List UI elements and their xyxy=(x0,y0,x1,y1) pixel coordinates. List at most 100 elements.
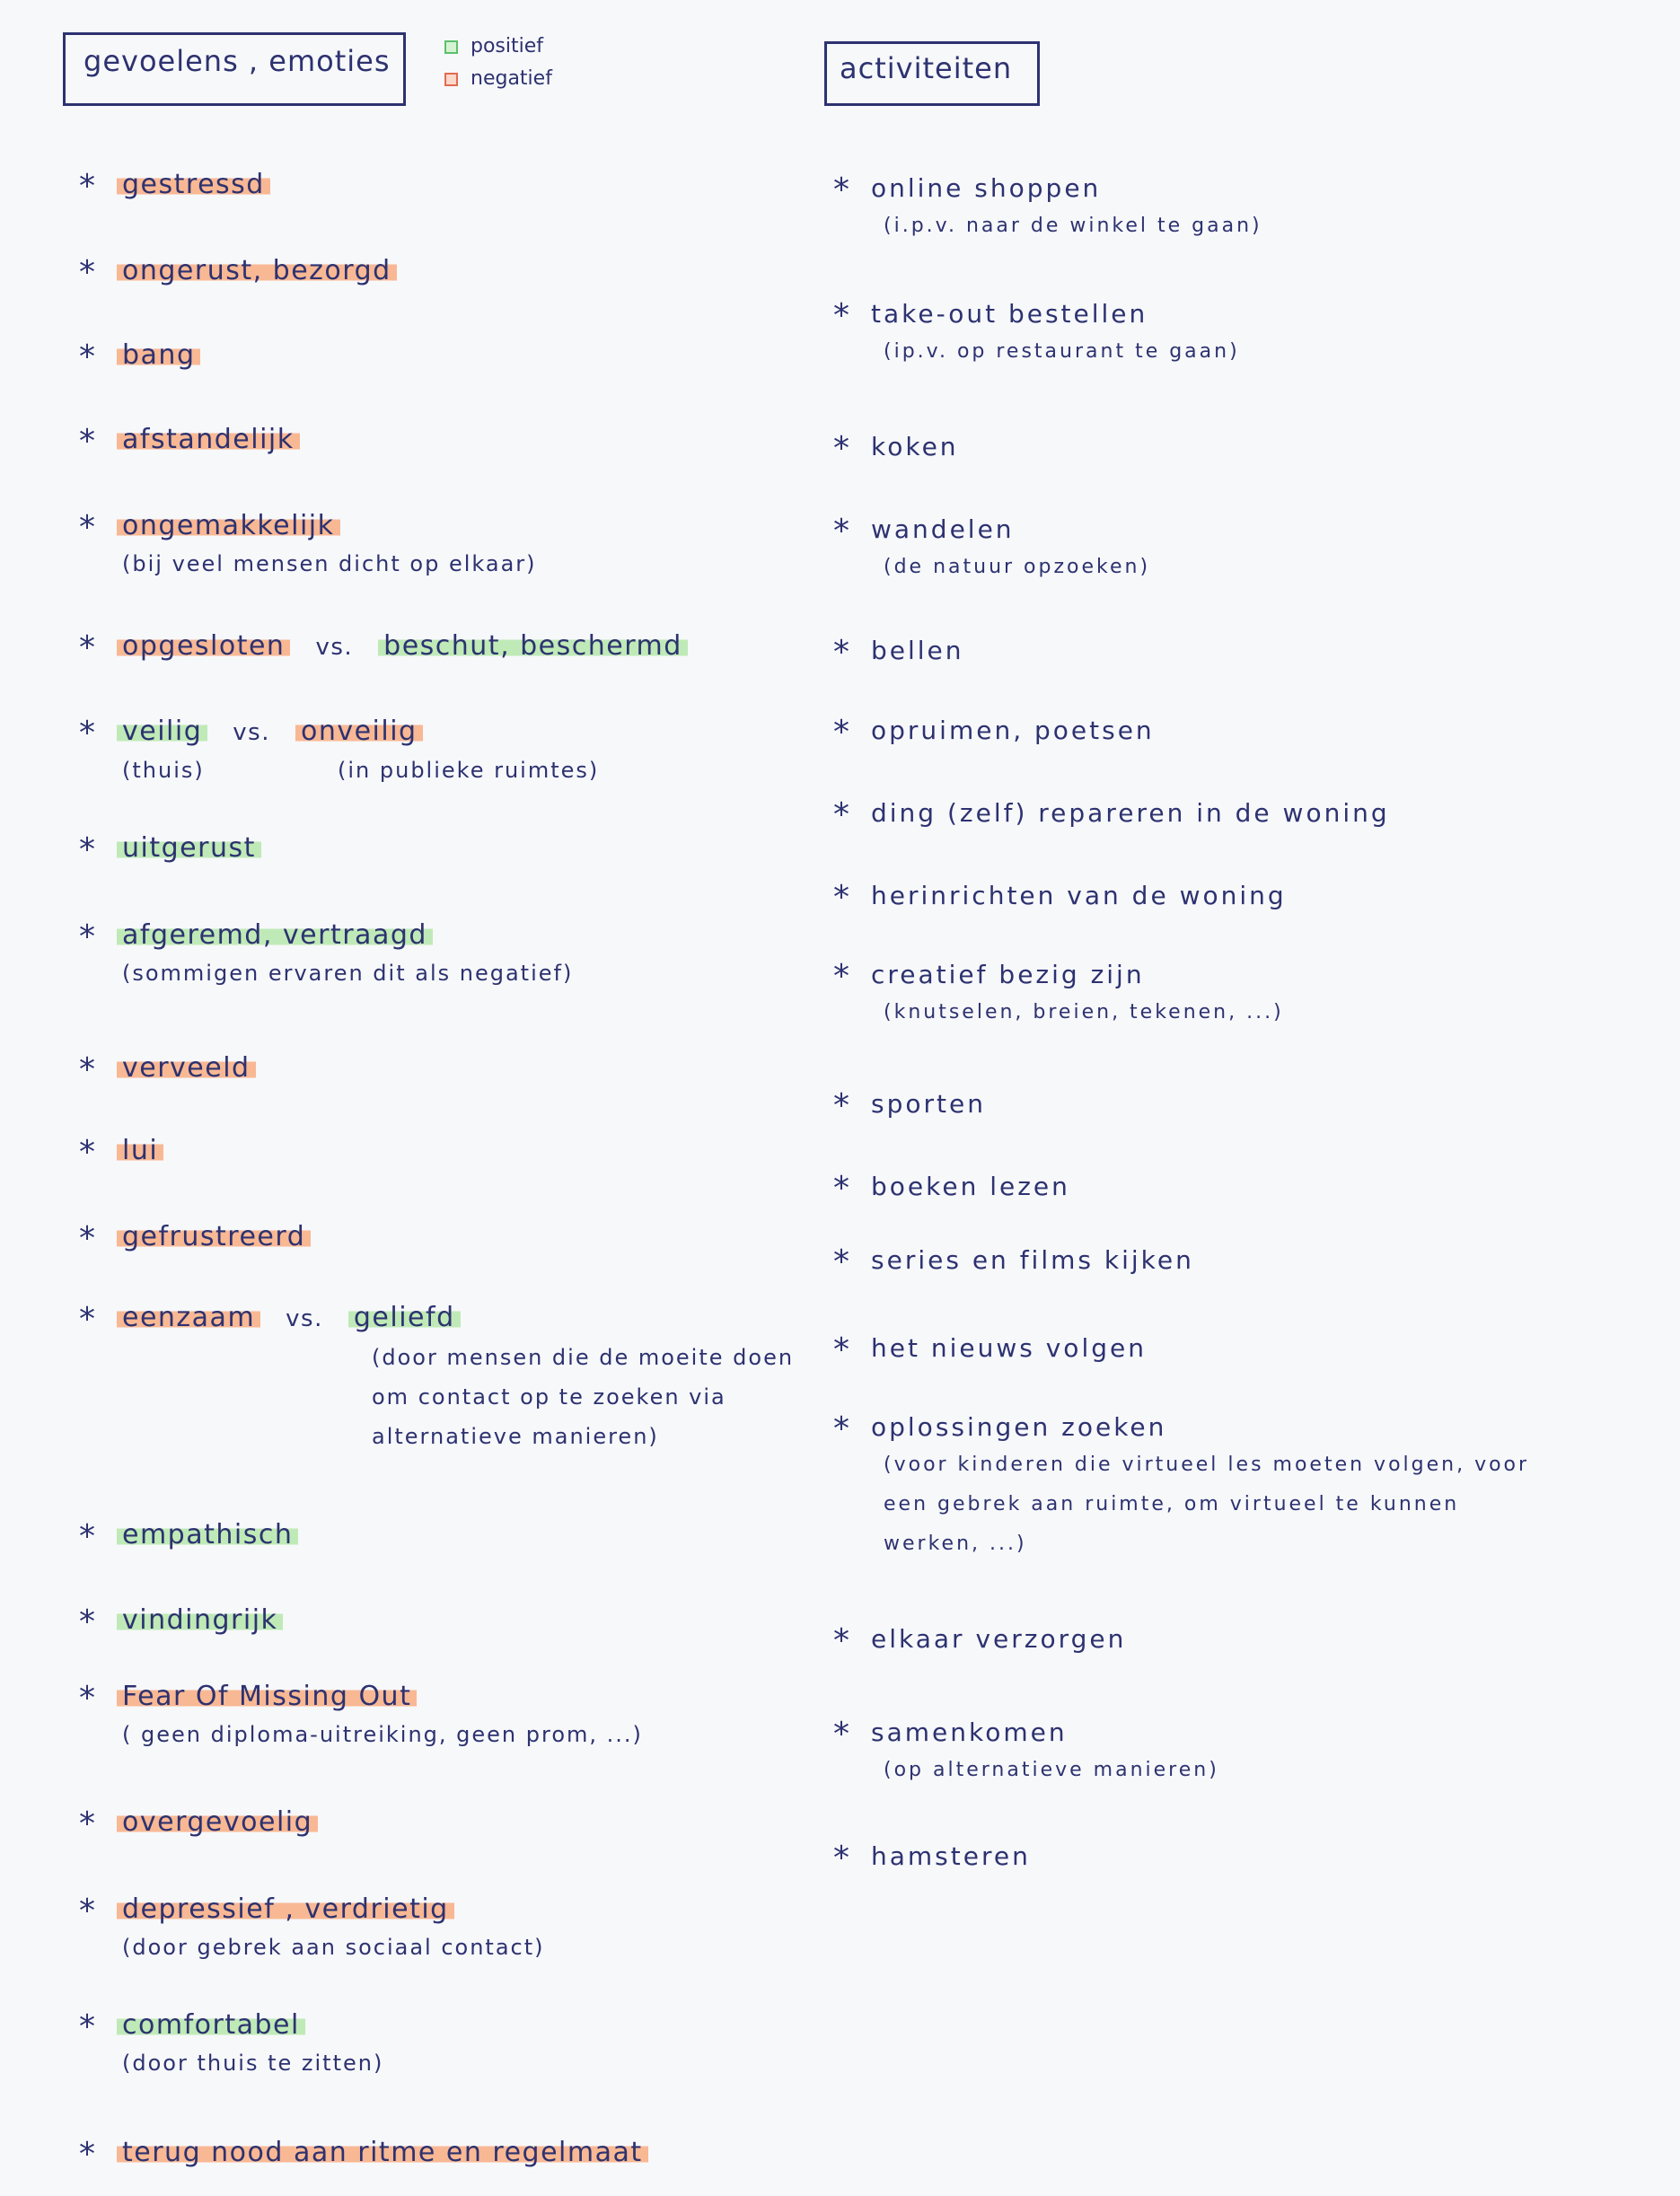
activity-item: *wandelen(de natuur opzoeken) xyxy=(833,512,1150,587)
bullet-star-icon: * xyxy=(833,714,849,751)
activity-item: *ding (zelf) repareren in de woning xyxy=(833,795,1390,831)
negative-emotion-label: afstandelijk xyxy=(117,424,300,455)
bullet-star-icon: * xyxy=(79,1680,95,1717)
activity-note: (voor kinderen die virtueel les moeten v… xyxy=(884,1454,1530,1476)
bullet-star-icon: * xyxy=(79,629,95,666)
emotion-line: comfortabel xyxy=(117,2007,383,2043)
activity-item: * het nieuws volgen xyxy=(833,1331,1147,1366)
emotion-line: vindingrijk xyxy=(117,1603,284,1638)
positive-emotion-label: empathisch xyxy=(117,1519,299,1550)
bullet-star-icon: * xyxy=(833,1840,849,1876)
bullet-star-icon: * xyxy=(833,1410,849,1447)
emotion-item: *Fear Of Missing Out( geen diploma-uitre… xyxy=(79,1679,643,1754)
emotion-line: overgevoelig xyxy=(117,1805,319,1840)
activity-label: het nieuws volgen xyxy=(871,1333,1147,1363)
activity-label: koken xyxy=(871,432,959,461)
emotion-note: (door thuis te zitten) xyxy=(122,2051,384,2076)
negative-emotion-label: ongemakkelijk xyxy=(117,510,340,541)
emotion-line: afstandelijk xyxy=(117,422,300,458)
emotions-heading: gevoelens , emoties xyxy=(84,44,391,78)
emotion-item: * empathisch xyxy=(79,1517,299,1555)
activity-label: online shoppen xyxy=(871,173,1102,203)
activity-label: herinrichten van de woning xyxy=(871,881,1287,910)
bullet-star-icon: * xyxy=(79,254,95,291)
bullet-star-icon: * xyxy=(79,1518,95,1555)
bullet-star-icon: * xyxy=(79,1893,95,1929)
emotion-item: *uitgerust xyxy=(79,830,261,866)
activity-label: take-out bestellen xyxy=(871,299,1148,329)
negative-emotion-label: onveilig xyxy=(295,716,423,747)
emotion-line: gestressd xyxy=(117,167,270,203)
bullet-star-icon: * xyxy=(833,634,849,671)
legend-negative: negatief xyxy=(444,63,552,95)
activity-label: opruimen, poetsen xyxy=(871,716,1155,745)
activity-note: (ip.v. op restaurant te gaan) xyxy=(884,340,1240,363)
positive-emotion-label: geliefd xyxy=(347,1302,461,1333)
activity-item: *sporten xyxy=(833,1086,986,1122)
negative-emotion-label: gestressd xyxy=(117,169,270,200)
emotion-note-line: (door mensen die de moeite doen xyxy=(372,1345,795,1370)
bullet-star-icon: * xyxy=(79,918,95,955)
bullet-star-icon: * xyxy=(833,1716,849,1752)
activity-item: *elkaar verzorgen xyxy=(833,1621,1126,1657)
bullet-star-icon: * xyxy=(833,297,849,334)
emotion-item: *gefrustreerd xyxy=(79,1219,312,1255)
versus-label: vs. xyxy=(315,634,354,661)
positive-emotion-label: comfortabel xyxy=(117,2009,305,2041)
bullet-star-icon: * xyxy=(79,1051,95,1088)
negative-emotion-label: bang xyxy=(117,339,201,371)
negative-emotion-label: depressief , verdrietig xyxy=(117,1893,454,1925)
emotion-line: uitgerust xyxy=(117,830,261,866)
activity-item: *koken xyxy=(833,429,959,465)
emotion-note-line: om contact op te zoeken via xyxy=(372,1384,726,1410)
emotion-item: * bang xyxy=(79,338,201,375)
bullet-star-icon: * xyxy=(79,1301,95,1338)
activity-item: * hamsteren xyxy=(833,1839,1031,1875)
activity-label: creatief bezig zijn xyxy=(871,960,1145,989)
bullet-star-icon: * xyxy=(833,513,849,549)
negative-emotion-label: verveeld xyxy=(117,1052,256,1084)
bullet-star-icon: * xyxy=(833,1170,849,1207)
negative-emotion-label: terug nood aan ritme en regelmaat xyxy=(117,2137,648,2168)
activity-item: *oplossingen zoeken(voor kinderen die vi… xyxy=(833,1410,1529,1564)
emotion-item: *overgevoelig xyxy=(79,1805,319,1840)
emotion-item: * comfortabel (door thuis te zitten) xyxy=(79,2007,383,2083)
negative-emotion-label: opgesloten xyxy=(117,630,291,662)
emotion-note-block: (door mensen die de moeite doen om contac… xyxy=(366,1338,794,1456)
emotion-item: *afgeremd, vertraagd(sommigen ervaren di… xyxy=(79,918,573,993)
bullet-star-icon: * xyxy=(79,509,95,546)
bullet-star-icon: * xyxy=(833,958,849,995)
negative-emotion-label: ongerust, bezorgd xyxy=(117,255,397,286)
positive-emotion-label: uitgerust xyxy=(117,832,261,864)
emotion-line: Fear Of Missing Out xyxy=(117,1679,643,1715)
bullet-star-icon: * xyxy=(833,171,849,208)
negative-emotion-label: Fear Of Missing Out xyxy=(117,1681,418,1712)
emotion-line: verveeld xyxy=(117,1050,256,1086)
legend-positive: positief xyxy=(444,31,552,63)
negative-emotion-label: gefrustreerd xyxy=(117,1221,312,1252)
negative-emotion-label: overgevoelig xyxy=(117,1806,319,1838)
emotion-item: *lui xyxy=(79,1133,164,1169)
legend-negative-label: negatief xyxy=(471,67,552,90)
bullet-star-icon: * xyxy=(79,2008,95,2045)
bullet-star-icon: * xyxy=(79,715,95,751)
emotions-heading-box: gevoelens , emoties xyxy=(63,32,406,106)
emotion-item: * verveeld xyxy=(79,1050,256,1086)
bullet-star-icon: * xyxy=(79,338,95,375)
emotion-note-row: (thuis)(in publieke ruimtes) xyxy=(117,751,599,790)
emotion-line: ongerust, bezorgd xyxy=(117,253,397,289)
activity-item: *samenkomen(op alternatieve manieren) xyxy=(833,1715,1219,1790)
emotion-item: *terug nood aan ritme en regelmaat xyxy=(79,2135,648,2171)
bullet-star-icon: * xyxy=(833,1331,849,1368)
bullet-star-icon: * xyxy=(833,879,849,916)
activity-note: (knutselen, breien, tekenen, ...) xyxy=(884,1001,1284,1023)
activity-label: hamsteren xyxy=(871,1841,1031,1871)
activity-label: wandelen xyxy=(871,514,1015,544)
activities-heading-box: activiteiten xyxy=(824,41,1040,106)
